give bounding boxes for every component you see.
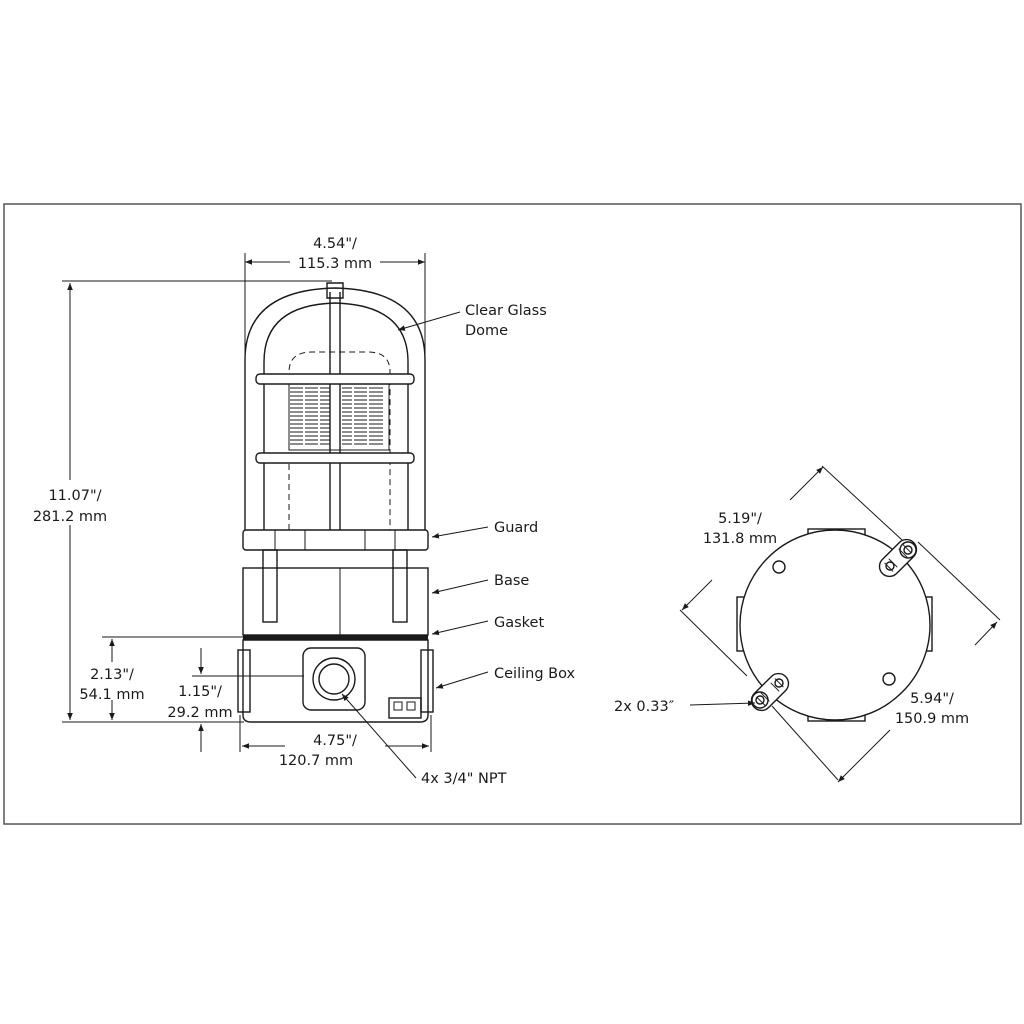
side-view-dimensions	[62, 253, 432, 752]
plate-diag-label: 5.94"/	[910, 691, 954, 707]
top-width-label: 4.54"/	[313, 236, 357, 252]
overall-height-label: 11.07"/	[48, 488, 101, 504]
plate-diag-mm-label: 150.9 mm	[895, 711, 969, 727]
box-height-label: 2.13"/	[90, 667, 134, 683]
base-callout: Base	[494, 573, 529, 589]
callout-leaders	[341, 311, 489, 779]
guard-callout: Guard	[494, 520, 538, 536]
gasket-callout: Gasket	[494, 615, 544, 631]
dome-callout-line1: Clear Glass	[465, 303, 547, 319]
hub-height-label: 1.15"/	[178, 684, 222, 700]
box-width-mm-label: 120.7 mm	[279, 753, 353, 769]
drawing-frame	[3, 203, 1022, 825]
holes-callout: 2x 0.33″	[614, 699, 675, 715]
ceiling-box-callout: Ceiling Box	[494, 666, 576, 682]
npt-callout: 4x 3/4" NPT	[421, 771, 507, 787]
box-width-label: 4.75"/	[313, 733, 357, 749]
guard-cage	[244, 287, 426, 532]
gasket	[243, 635, 428, 640]
mounting-plate-top-view	[736, 528, 933, 722]
mounting-plate	[739, 529, 931, 721]
guard-ring	[242, 529, 429, 551]
npt-hub	[312, 657, 356, 701]
fixture-side-view	[237, 282, 434, 723]
top-width-mm-label: 115.3 mm	[298, 256, 372, 272]
box-height-mm-label: 54.1 mm	[79, 687, 144, 703]
dome-callout-line2: Dome	[465, 323, 508, 339]
hub-height-mm-label: 29.2 mm	[167, 705, 232, 721]
base-body	[242, 567, 429, 636]
top-view-dimensions	[679, 465, 1001, 783]
plate-width-label: 5.19"/	[718, 511, 762, 527]
labels: 4.54"/ 115.3 mm 11.07"/ 281.2 mm 2.13"/ …	[33, 236, 969, 787]
plate-width-mm-label: 131.8 mm	[703, 531, 777, 547]
ceiling-box	[242, 639, 429, 723]
lamp-element	[288, 375, 390, 451]
overall-height-mm-label: 281.2 mm	[33, 509, 107, 525]
